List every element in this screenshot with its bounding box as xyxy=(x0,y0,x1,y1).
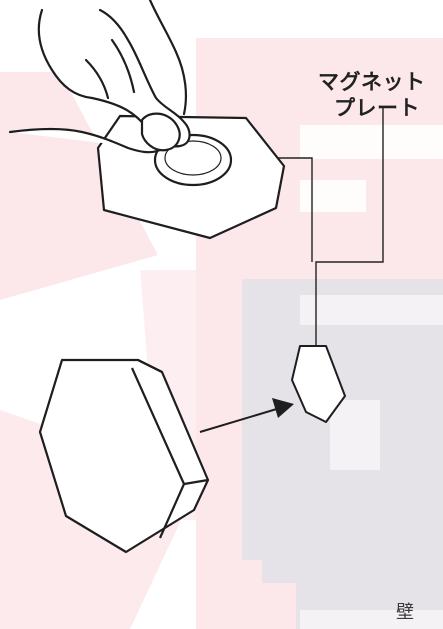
magnet-block xyxy=(38,358,210,554)
wall-shape xyxy=(242,125,443,629)
finger-edge xyxy=(148,0,188,116)
thumb-tip xyxy=(140,112,181,152)
label-leader-line xyxy=(315,106,384,362)
magnet-plate-label-line2: プレート xyxy=(334,96,420,120)
wall-notch-bottom xyxy=(300,610,443,629)
wall-notch xyxy=(300,295,443,325)
magnet-plate-label-line1: マグネット xyxy=(318,70,426,94)
magnet-disc-inner xyxy=(164,140,222,176)
magnet-block-edge-1 xyxy=(137,359,163,373)
arrow-shaft xyxy=(199,407,281,433)
arrow-icon xyxy=(199,398,294,433)
finger-crease-2 xyxy=(110,38,136,94)
wall-label: 壁 xyxy=(396,602,414,623)
arrow-head xyxy=(272,398,294,418)
wall-plate-hexagon xyxy=(291,345,346,423)
wall-notch-lower xyxy=(330,400,380,470)
hand-outline xyxy=(37,8,191,148)
hand-icon xyxy=(8,0,286,240)
thumb-outline xyxy=(8,127,162,154)
finger-crease-1 xyxy=(84,58,110,100)
wall-white-stripe-2 xyxy=(300,180,366,212)
plate-on-wall xyxy=(291,345,346,423)
wall-white-stripe-1 xyxy=(300,125,443,159)
magnet-block-edge-3 xyxy=(183,478,209,486)
